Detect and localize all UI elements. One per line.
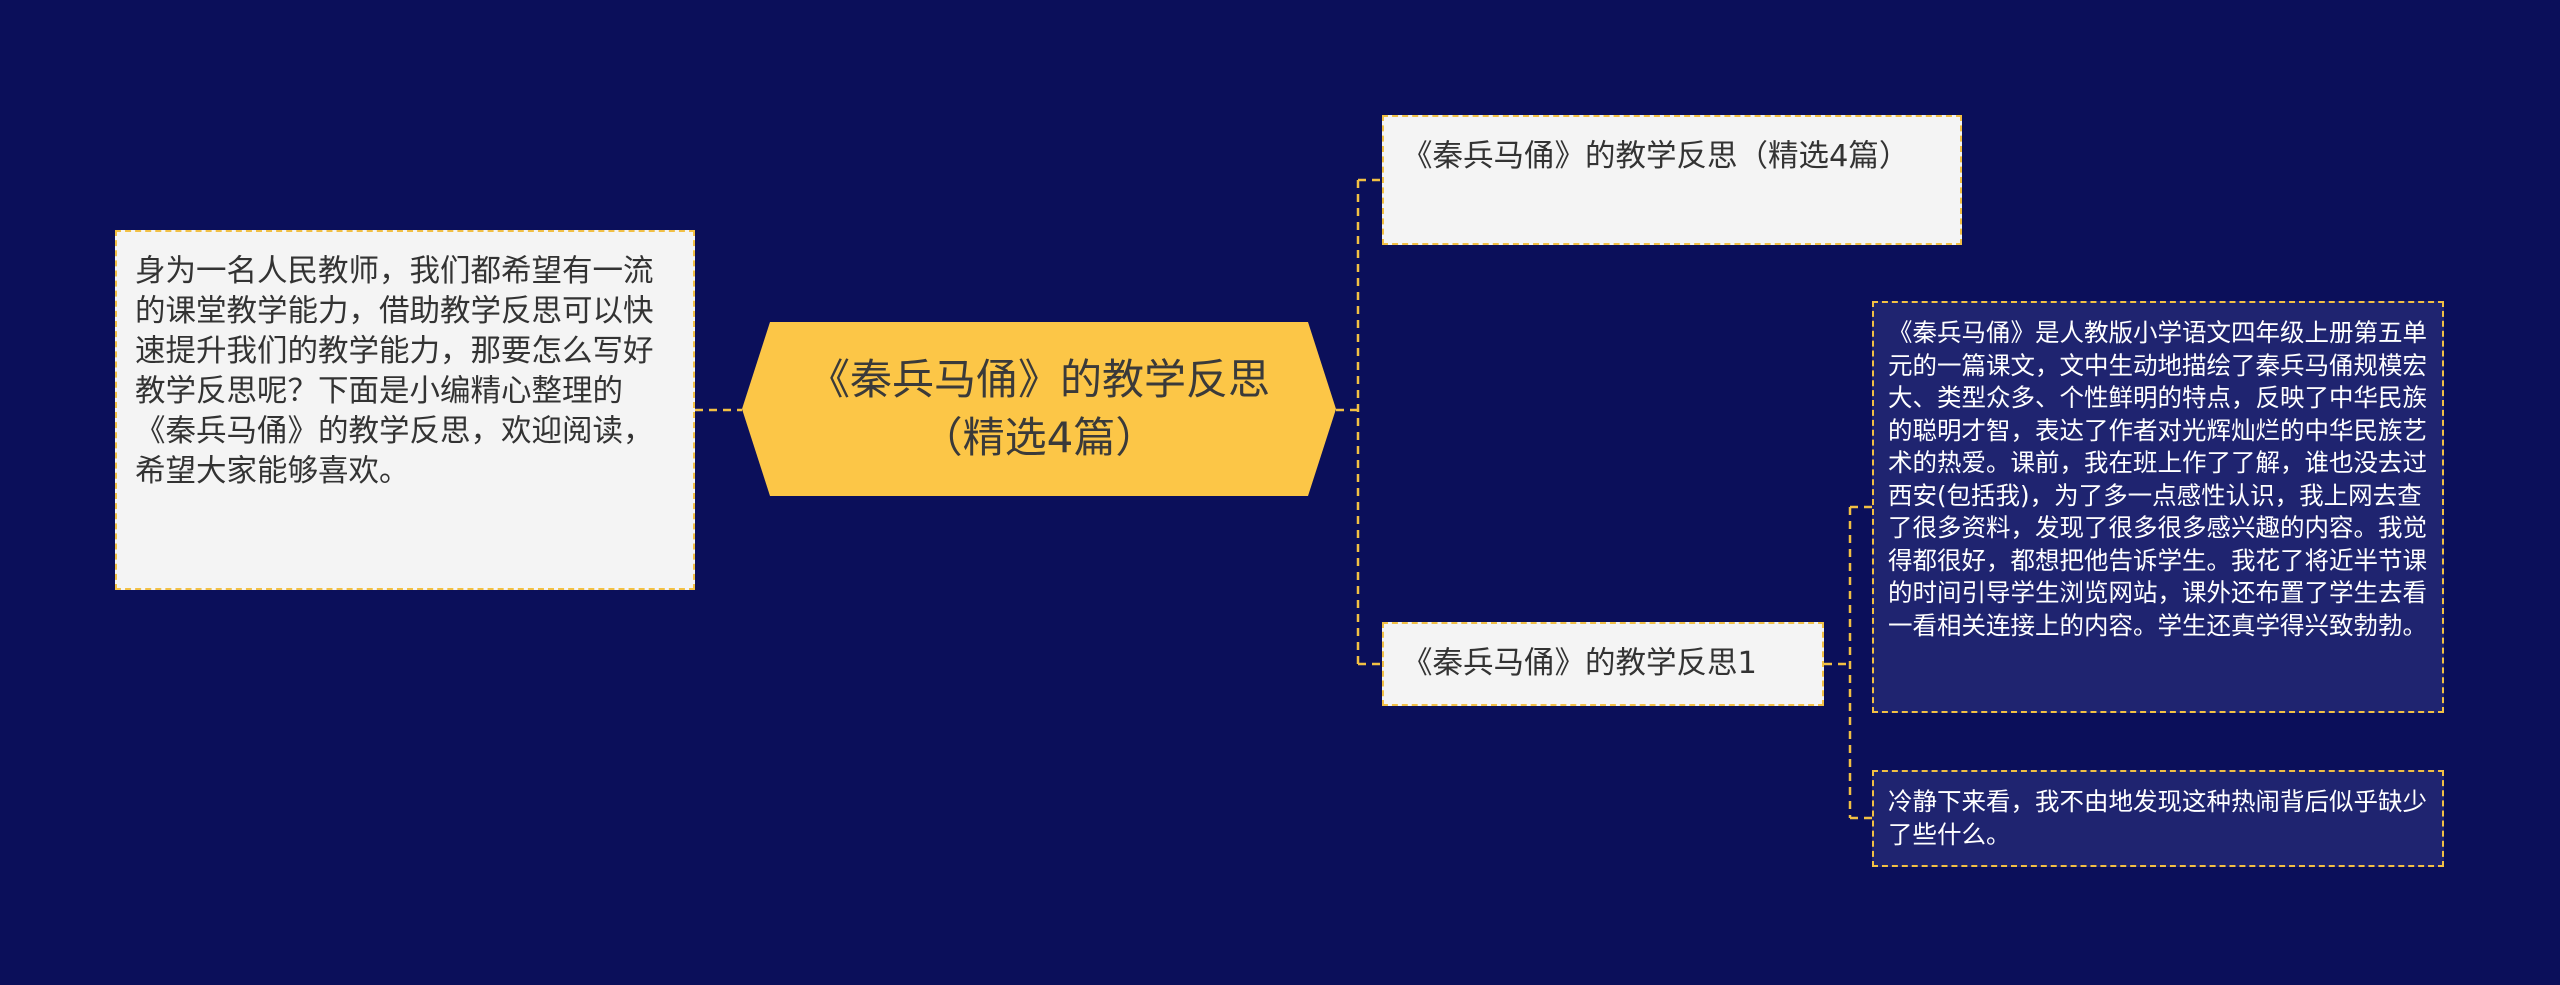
detail-node-2[interactable]: 冷静下来看，我不由地发现这种热闹背后似乎缺少了些什么。 bbox=[1872, 770, 2444, 867]
central-topic-node[interactable]: 《秦兵马俑》的教学反思（精选4篇） bbox=[742, 322, 1336, 496]
detail-node-1[interactable]: 《秦兵马俑》是人教版小学语文四年级上册第五单元的一篇课文，文中生动地描绘了秦兵马… bbox=[1872, 301, 2444, 713]
branch-node-title[interactable]: 《秦兵马俑》的教学反思（精选4篇） bbox=[1382, 115, 1962, 245]
connector-branch-trunk bbox=[1336, 180, 1360, 664]
detail-1-text: 《秦兵马俑》是人教版小学语文四年级上册第五单元的一篇课文，文中生动地描绘了秦兵马… bbox=[1888, 318, 2427, 640]
branch-node-reflection-1[interactable]: 《秦兵马俑》的教学反思1 bbox=[1382, 622, 1824, 706]
intro-node[interactable]: 身为一名人民教师，我们都希望有一流的课堂教学能力，借助教学反思可以快速提升我们的… bbox=[115, 230, 695, 590]
intro-text: 身为一名人民教师，我们都希望有一流的课堂教学能力，借助教学反思可以快速提升我们的… bbox=[135, 254, 654, 489]
branch-reflection-1-text: 《秦兵马俑》的教学反思1 bbox=[1402, 646, 1757, 681]
branch-title-text: 《秦兵马俑》的教学反思（精选4篇） bbox=[1402, 139, 1910, 174]
detail-2-text: 冷静下来看，我不由地发现这种热闹背后似乎缺少了些什么。 bbox=[1888, 787, 2427, 849]
central-topic-text: 《秦兵马俑》的教学反思（精选4篇） bbox=[807, 355, 1270, 462]
connector-detail-trunk bbox=[1824, 507, 1852, 818]
